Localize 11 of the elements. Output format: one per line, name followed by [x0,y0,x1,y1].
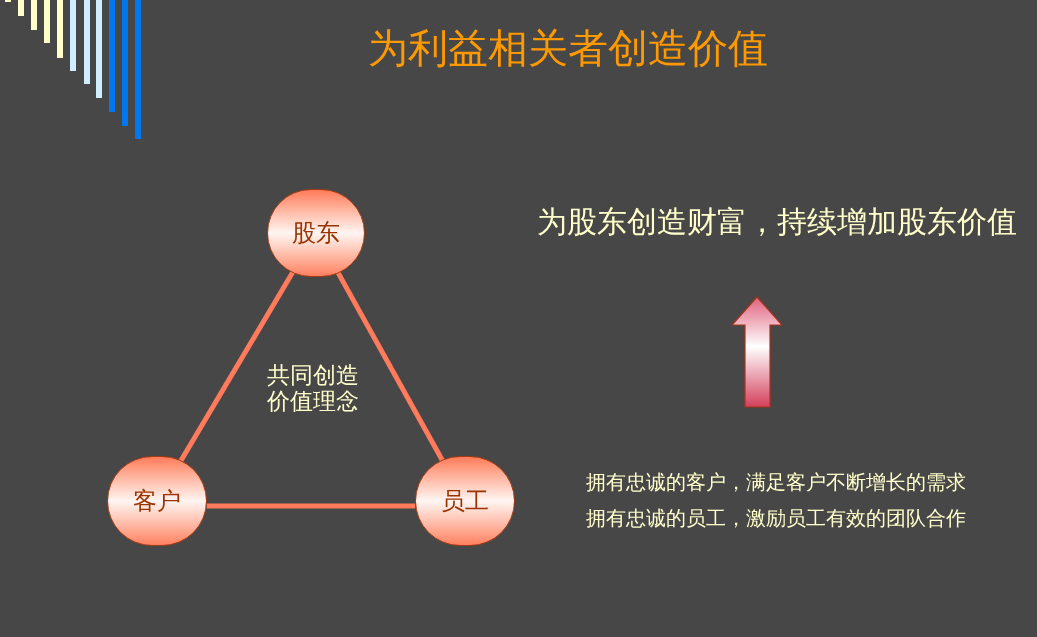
connector-line [335,271,445,462]
connector-line [178,270,296,463]
node-label: 股东 [292,219,340,247]
node-label: 客户 [133,487,181,515]
note-text: 拥有忠诚的客户，满足客户不断增长的需求 [586,471,966,495]
note-text: 拥有忠诚的员工，激励员工有效的团队合作 [586,507,966,531]
center-text: 共同创造价值理念 [266,362,360,414]
title: 为利益相关者创造价值 [368,24,768,72]
connector-line [206,503,416,509]
node-label: 员工 [441,487,489,515]
goal-text: 为股东创造财富，持续增加股东价值 [537,204,1017,240]
